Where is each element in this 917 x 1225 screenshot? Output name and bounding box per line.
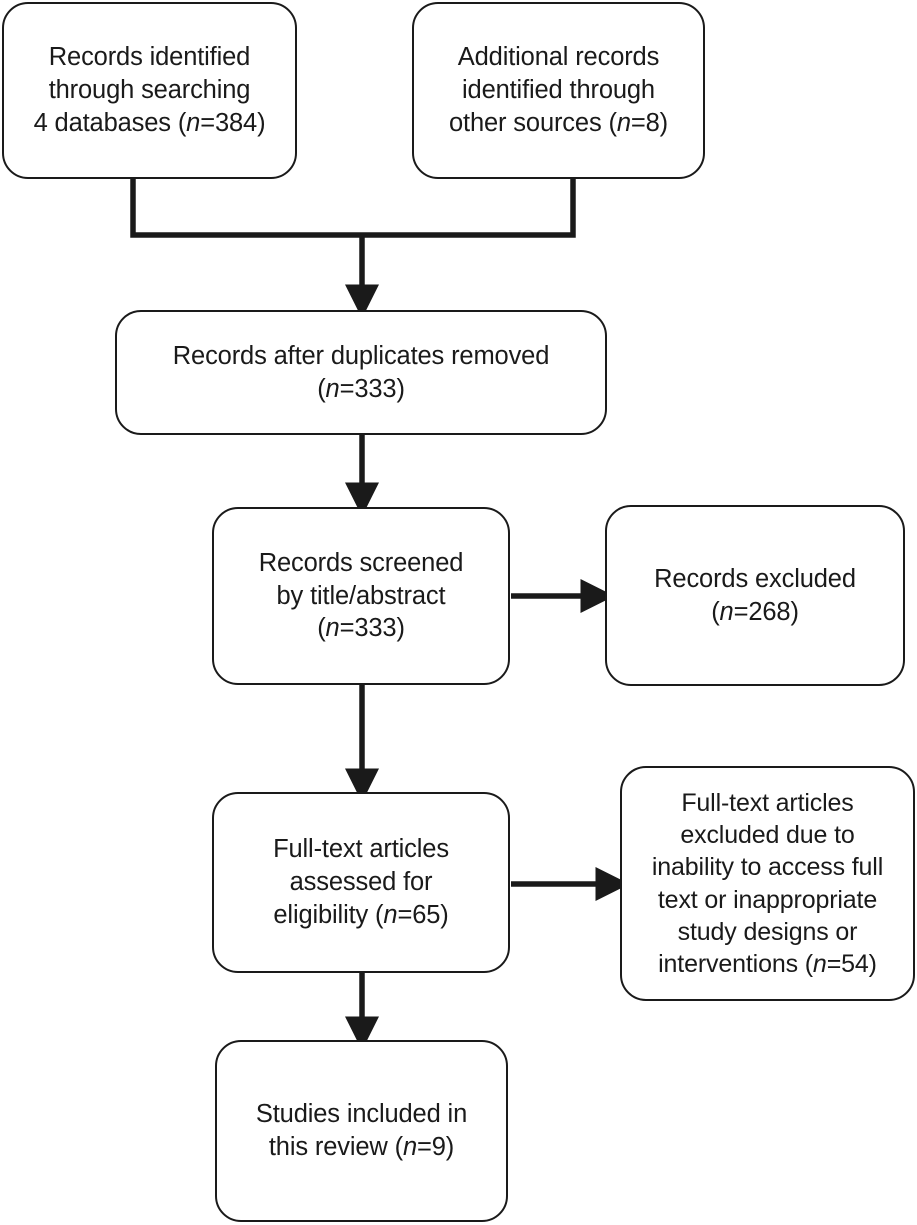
connector-bracket-merge bbox=[130, 179, 576, 319]
additional-records-label: Additional records identified through ot… bbox=[449, 43, 668, 137]
fulltext-assessed-box: Full-text articles assessed for eligibil… bbox=[212, 792, 510, 973]
fulltext-excluded-label: Full-text articles excluded due to inabi… bbox=[651, 789, 884, 978]
records-after-duplicates-box: Records after duplicates removed (n=333) bbox=[115, 310, 607, 435]
studies-included-label: Studies included in this review (n=9) bbox=[255, 1100, 468, 1161]
studies-included-box: Studies included in this review (n=9) bbox=[215, 1040, 508, 1222]
fulltext-excluded-box: Full-text articles excluded due to inabi… bbox=[620, 766, 915, 1001]
records-screened-box: Records screened by title/abstract (n=33… bbox=[212, 507, 510, 685]
additional-records-box: Additional records identified through ot… bbox=[412, 2, 705, 179]
records-identified-label: Records identified through searching 4 d… bbox=[33, 43, 266, 137]
fulltext-assessed-label: Full-text articles assessed for eligibil… bbox=[273, 835, 449, 929]
records-excluded-box: Records excluded (n=268) bbox=[605, 505, 905, 686]
records-identified-box: Records identified through searching 4 d… bbox=[2, 2, 297, 179]
records-screened-label: Records screened by title/abstract (n=33… bbox=[258, 548, 464, 643]
records-excluded-label: Records excluded (n=268) bbox=[654, 564, 856, 626]
records-after-duplicates-label: Records after duplicates removed (n=333) bbox=[172, 341, 550, 403]
